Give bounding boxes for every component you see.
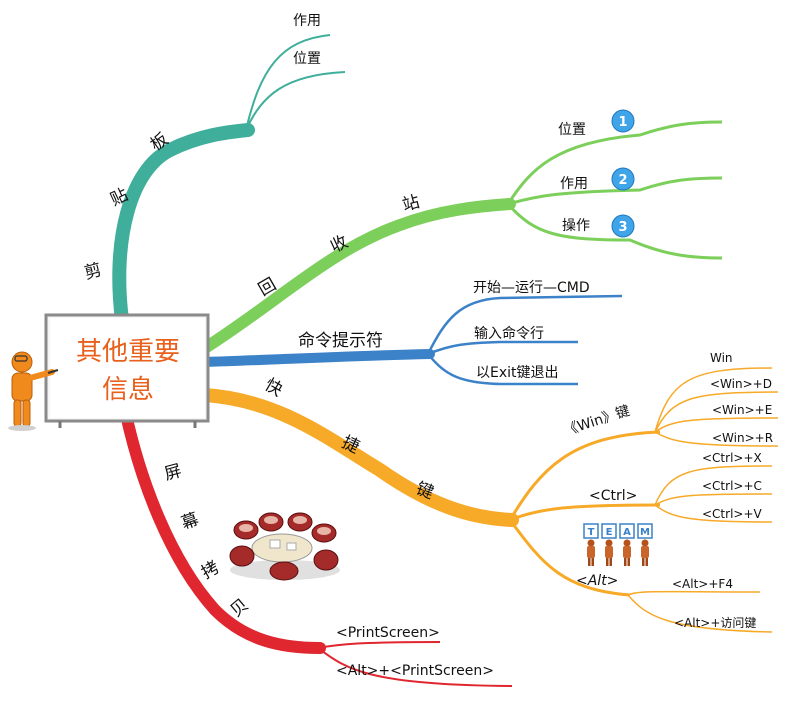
svg-text:2: 2 [618, 173, 627, 188]
screenshot-fan-1 [317, 641, 441, 649]
screenshot-child-printscreen: <PrintScreen> [336, 625, 440, 641]
win-sub-3 [654, 417, 779, 433]
team-letter-e: E [606, 527, 613, 538]
cmd-fan-3 [427, 353, 578, 386]
shortcut-fan-alt [508, 519, 631, 597]
clipboard-child-location: 位置 [293, 51, 321, 67]
team-figures-image: T E A M [583, 523, 653, 566]
shortcut-title-char-3: 键 [413, 479, 436, 504]
badge-2: 2 [611, 167, 635, 191]
clipboard-branch-thick [112, 123, 255, 327]
svg-text:1: 1 [618, 115, 627, 130]
ctrl-sub-2 [654, 493, 773, 506]
alt-child-f4: <Alt>+F4 [672, 577, 733, 591]
screenshot-branch-thick [119, 404, 326, 654]
recycle-title-char-3: 站 [400, 192, 422, 216]
recycle-fan-3 [506, 203, 723, 260]
screenshot-title-char-2: 幕 [179, 509, 202, 534]
alt-sub-2 [627, 594, 773, 633]
ctrl-sub-3 [654, 504, 773, 523]
win-child-r: <Win>+R [712, 431, 773, 445]
screenshot-child-alt-printscreen: <Alt>+<PrintScreen> [336, 663, 494, 679]
cmd-fan-1 [426, 294, 623, 355]
shortcut-fan-ctrl [509, 503, 661, 522]
recycle-title-char-2: 收 [327, 232, 351, 257]
win-sub-4 [654, 431, 779, 447]
clipboard-title-char-1: 剪 [82, 260, 104, 284]
win-child-win: Win [710, 351, 733, 365]
ctrl-child-x: <Ctrl>+X [702, 451, 762, 465]
shortcut-ctrl-label: <Ctrl> [589, 488, 637, 504]
shortcut-fan-win [508, 430, 661, 521]
clipboard-branch-line [115, 126, 250, 318]
recycle-branch-thick [199, 198, 516, 354]
clipboard-child-usage: 作用 [293, 13, 321, 29]
shortcut-title-char-2: 捷 [339, 432, 363, 457]
screenshot-title-char-3: 拷 [198, 558, 223, 584]
recycle-child-location: 位置 [558, 122, 586, 138]
svg-text:3: 3 [618, 220, 627, 235]
ctrl-child-c: <Ctrl>+C [702, 479, 762, 493]
recycle-fan-2 [507, 176, 723, 206]
team-letter-t: T [588, 527, 595, 538]
central-title-line-2: 信息 [102, 375, 154, 405]
badge-1: 1 [611, 109, 635, 133]
shortcut-alt-label: <Alt> [576, 573, 618, 589]
recycle-child-operate: 操作 [562, 218, 590, 234]
team-letter-a: A [623, 527, 631, 538]
meeting-table-image [229, 512, 340, 581]
central-title-line-1: 其他重要 [76, 337, 180, 367]
badge-3: 3 [611, 214, 635, 238]
win-child-d: <Win>+D [710, 377, 772, 391]
cmd-child-input: 输入命令行 [474, 325, 544, 342]
clipboard-sub-line-2 [245, 71, 346, 131]
cmd-fan-2 [427, 340, 578, 356]
shortcut-branch-thick [198, 388, 519, 527]
shortcut-win-label: 《Win》键 [562, 403, 632, 439]
recycle-child-usage: 作用 [560, 176, 588, 192]
alt-sub-1 [627, 590, 761, 596]
cmd-child-start: 开始—运行—CMD [473, 280, 590, 296]
alt-child-access: <Alt>+访问键 [674, 616, 756, 630]
win-child-e: <Win>+E [712, 403, 772, 417]
ctrl-child-v: <Ctrl>+V [702, 507, 763, 521]
ctrl-sub-1 [654, 465, 773, 506]
win-sub-2 [654, 391, 779, 433]
cmd-branch-thick [200, 349, 435, 367]
team-letter-m: M [640, 527, 650, 538]
screenshot-fan-2 [317, 647, 513, 687]
clipboard-sub-line-1 [245, 34, 331, 131]
shortcut-title-char-1: 快 [261, 375, 286, 401]
screenshot-title-char-1: 屏 [162, 461, 184, 485]
clipboard-title-char-2: 贴 [107, 185, 131, 210]
presenter-figure-image [8, 351, 59, 431]
central-node-board [44, 313, 210, 428]
cmd-child-exit: 以Exit键退出 [476, 365, 559, 381]
recycle-fan-1 [506, 120, 723, 205]
cmd-title: 命令提示符 [298, 331, 383, 351]
win-sub-1 [654, 367, 773, 433]
